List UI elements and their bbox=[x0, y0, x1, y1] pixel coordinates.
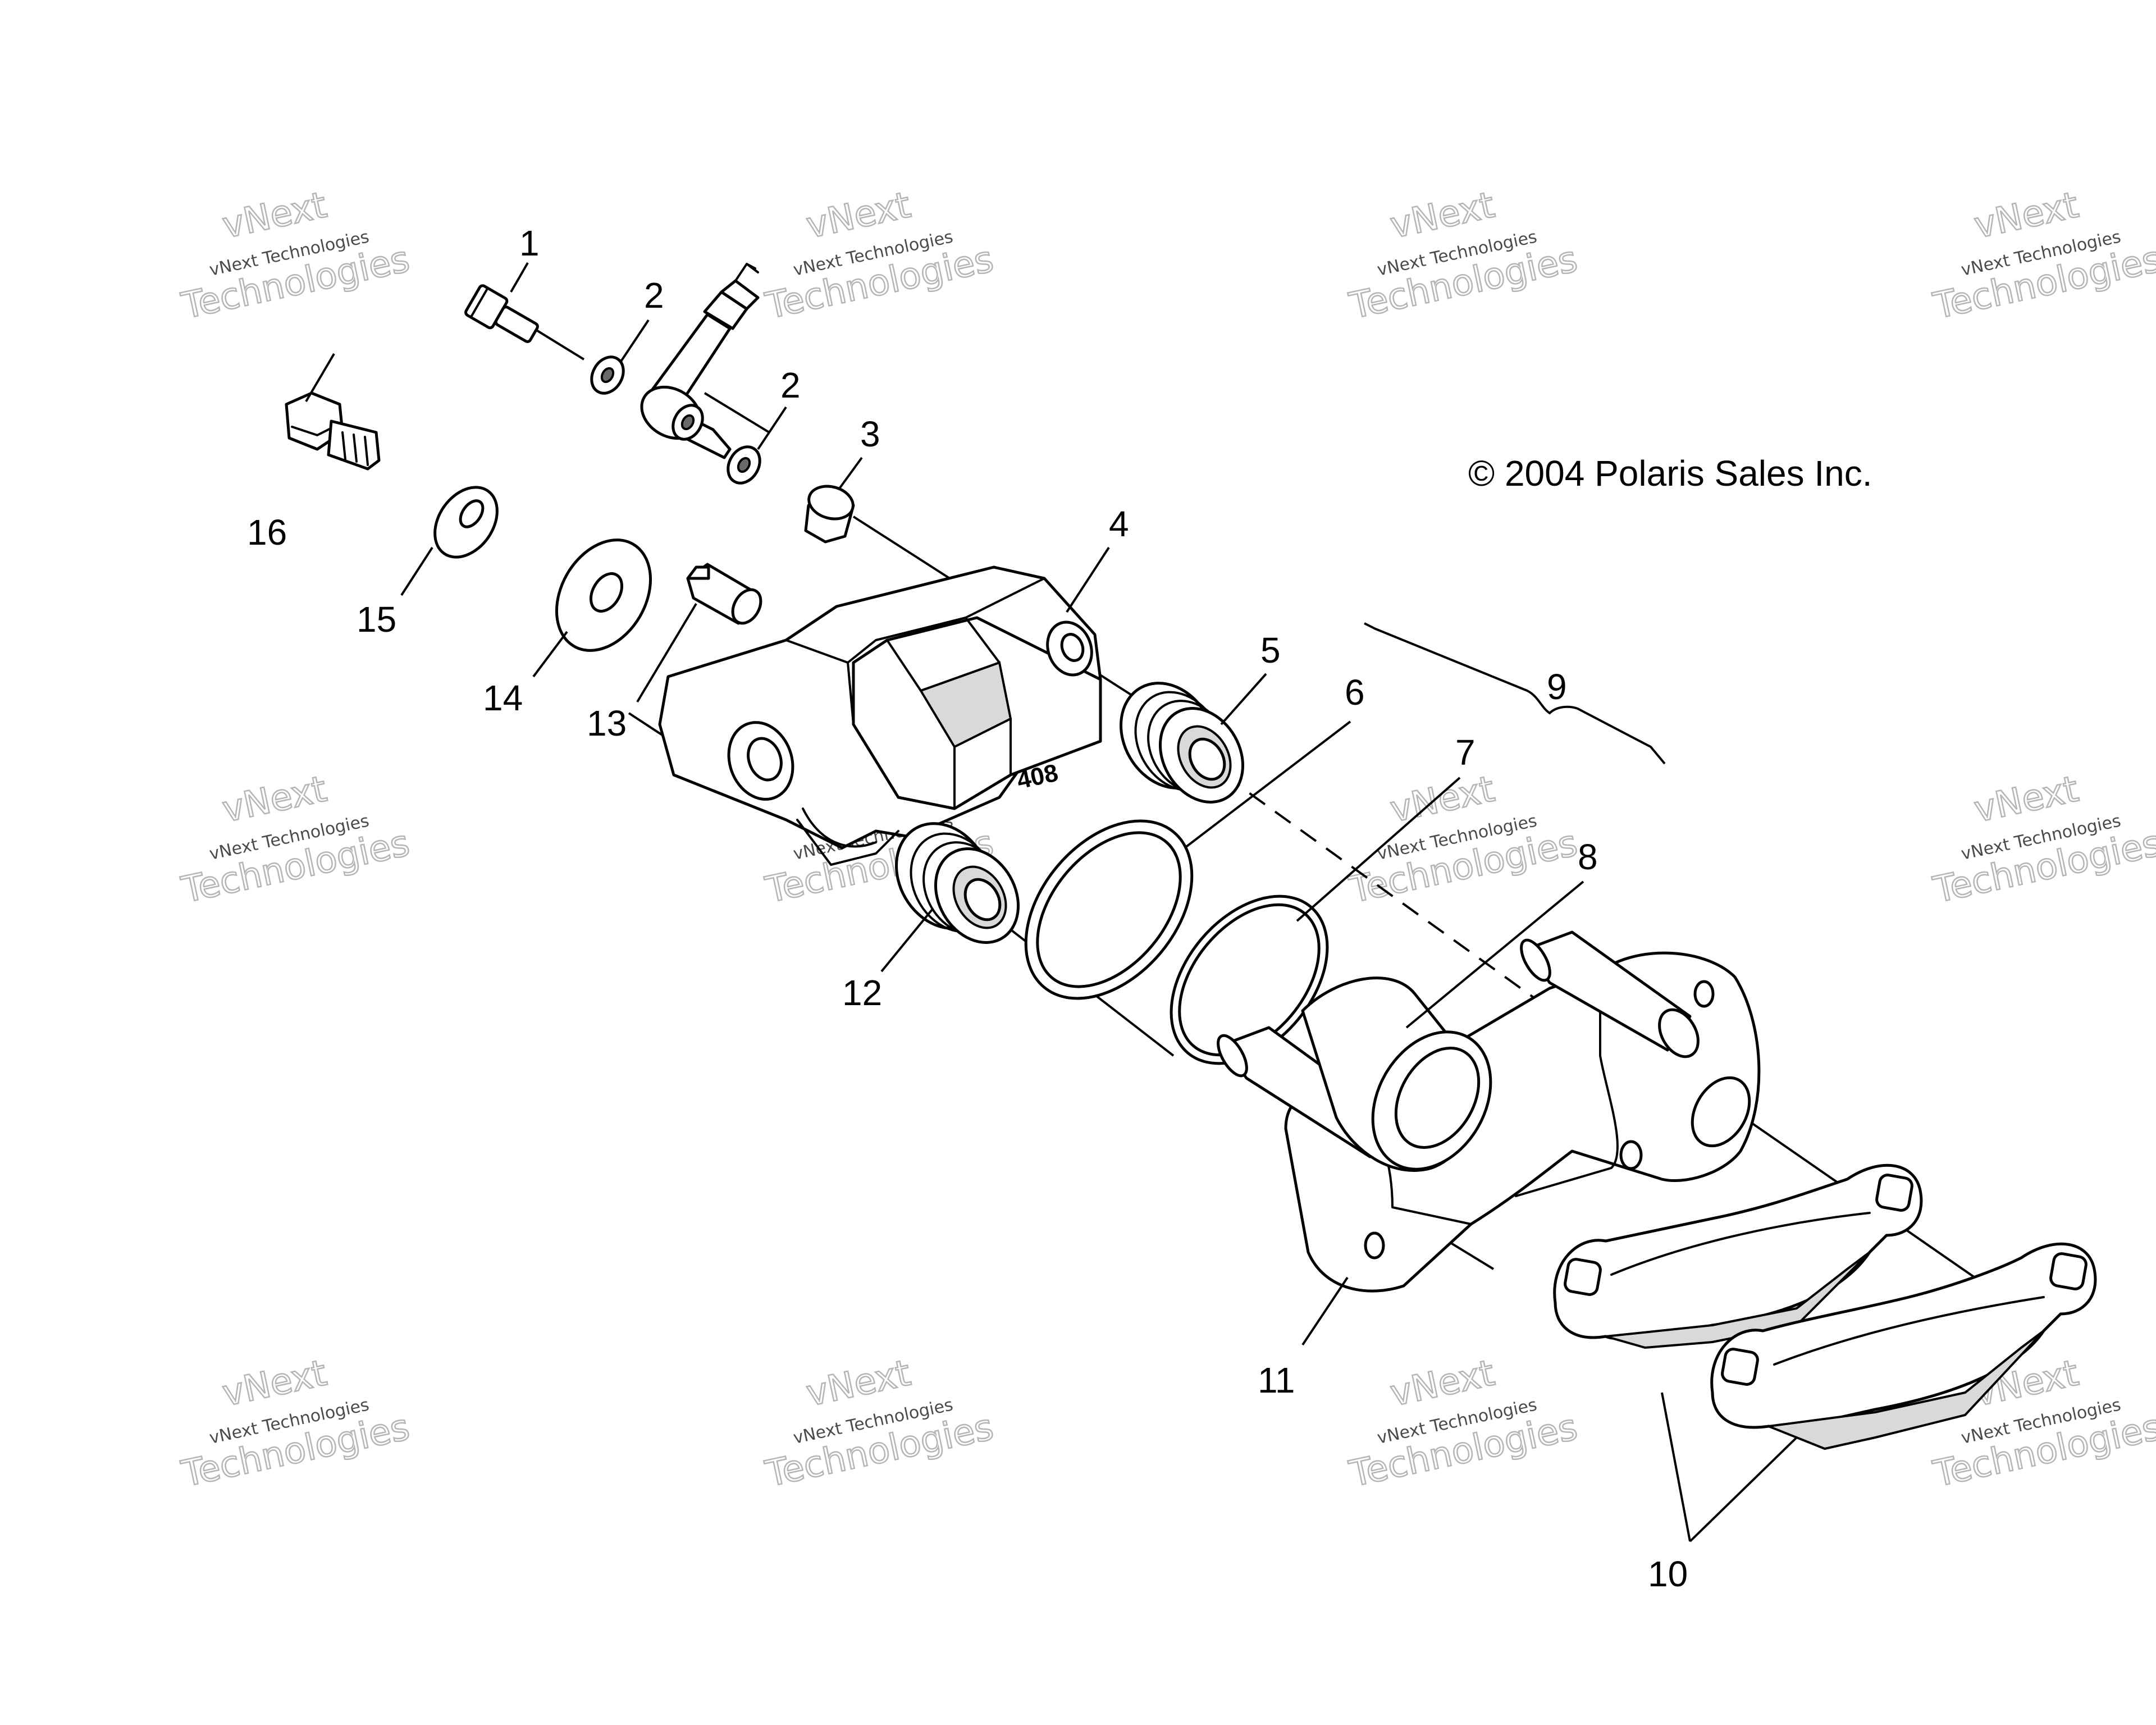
callout-15: 15 bbox=[357, 599, 396, 640]
piston-square-seal bbox=[1024, 819, 1194, 1000]
callout-8: 8 bbox=[1578, 837, 1598, 877]
mounting-bolt bbox=[285, 391, 381, 471]
watermark: vNext vNext Technologies Technologies bbox=[1345, 768, 1582, 912]
watermark: vNext vNext Technologies Technologies bbox=[1929, 184, 2156, 328]
brake-line-fitting bbox=[640, 263, 760, 459]
watermark: vNext vNext Technologies Technologies bbox=[177, 768, 414, 912]
sealing-washer bbox=[590, 355, 625, 395]
callout-2: 2 bbox=[644, 275, 664, 316]
watermark: vNext vNext Technologies Technologies bbox=[1345, 184, 1582, 328]
svg-text:vNext: vNext bbox=[1387, 768, 1498, 830]
callout-14: 14 bbox=[483, 678, 523, 718]
watermark: vNext vNext Technologies Technologies bbox=[761, 184, 998, 328]
callout-12: 12 bbox=[842, 973, 882, 1013]
callout-5: 5 bbox=[1260, 630, 1281, 670]
callout-13: 13 bbox=[587, 703, 627, 743]
callout-16: 16 bbox=[247, 512, 287, 553]
piston-lower bbox=[895, 822, 1020, 944]
kit-bracket-9 bbox=[1364, 622, 1666, 765]
callout-3: 3 bbox=[860, 414, 880, 454]
flat-washer-large bbox=[555, 539, 652, 652]
piston-dust-seal bbox=[1170, 895, 1329, 1065]
caliper-mounting-bracket bbox=[1217, 930, 1761, 1293]
svg-text:vNext: vNext bbox=[219, 768, 330, 830]
svg-text:vNext: vNext bbox=[803, 184, 914, 247]
piston-upper bbox=[1120, 682, 1245, 804]
svg-text:vNext: vNext bbox=[803, 1352, 914, 1414]
callout-10: 10 bbox=[1648, 1554, 1688, 1594]
bushing-sleeve bbox=[804, 485, 855, 544]
callout-11: 11 bbox=[1258, 1360, 1295, 1400]
watermark: vNext vNext Technologies Technologies bbox=[1929, 768, 2156, 912]
watermark: vNext vNext Technologies Technologies bbox=[177, 184, 414, 328]
callout-labels: 1 2 2 3 4 5 6 7 8 9 10 11 12 13 14 15 16 bbox=[247, 223, 1688, 1594]
banjo-bolt bbox=[464, 284, 539, 343]
brake-pad-inner bbox=[1553, 1163, 1923, 1349]
guide-pin-boot bbox=[1301, 976, 1492, 1172]
caliper-housing: 408 bbox=[658, 565, 1102, 866]
brake-pad-outer bbox=[1710, 1242, 2097, 1450]
watermark: vNext vNext Technologies Technologies bbox=[761, 1352, 998, 1496]
svg-text:vNext: vNext bbox=[1387, 184, 1498, 247]
svg-text:vNext: vNext bbox=[1971, 184, 2082, 247]
svg-text:vNext: vNext bbox=[1387, 1352, 1498, 1414]
callout-1: 1 bbox=[519, 223, 540, 263]
copyright-notice: © 2004 Polaris Sales Inc. bbox=[1468, 453, 1872, 494]
svg-text:vNext: vNext bbox=[219, 1352, 330, 1414]
leader-lines bbox=[305, 262, 1798, 1543]
callout-6: 6 bbox=[1345, 672, 1365, 713]
bleeder-screw bbox=[686, 563, 762, 625]
svg-text:vNext: vNext bbox=[219, 184, 330, 247]
callout-9: 9 bbox=[1547, 667, 1567, 707]
watermark: vNext vNext Technologies Technologies bbox=[1345, 1352, 1582, 1496]
callout-4: 4 bbox=[1109, 504, 1129, 544]
watermark: vNext vNext Technologies Technologies bbox=[177, 1352, 414, 1496]
svg-text:vNext: vNext bbox=[1971, 768, 2082, 830]
sealing-washer bbox=[727, 445, 761, 485]
flat-washer-small bbox=[433, 486, 499, 559]
callout-7: 7 bbox=[1455, 732, 1476, 773]
callout-2b: 2 bbox=[780, 365, 801, 405]
